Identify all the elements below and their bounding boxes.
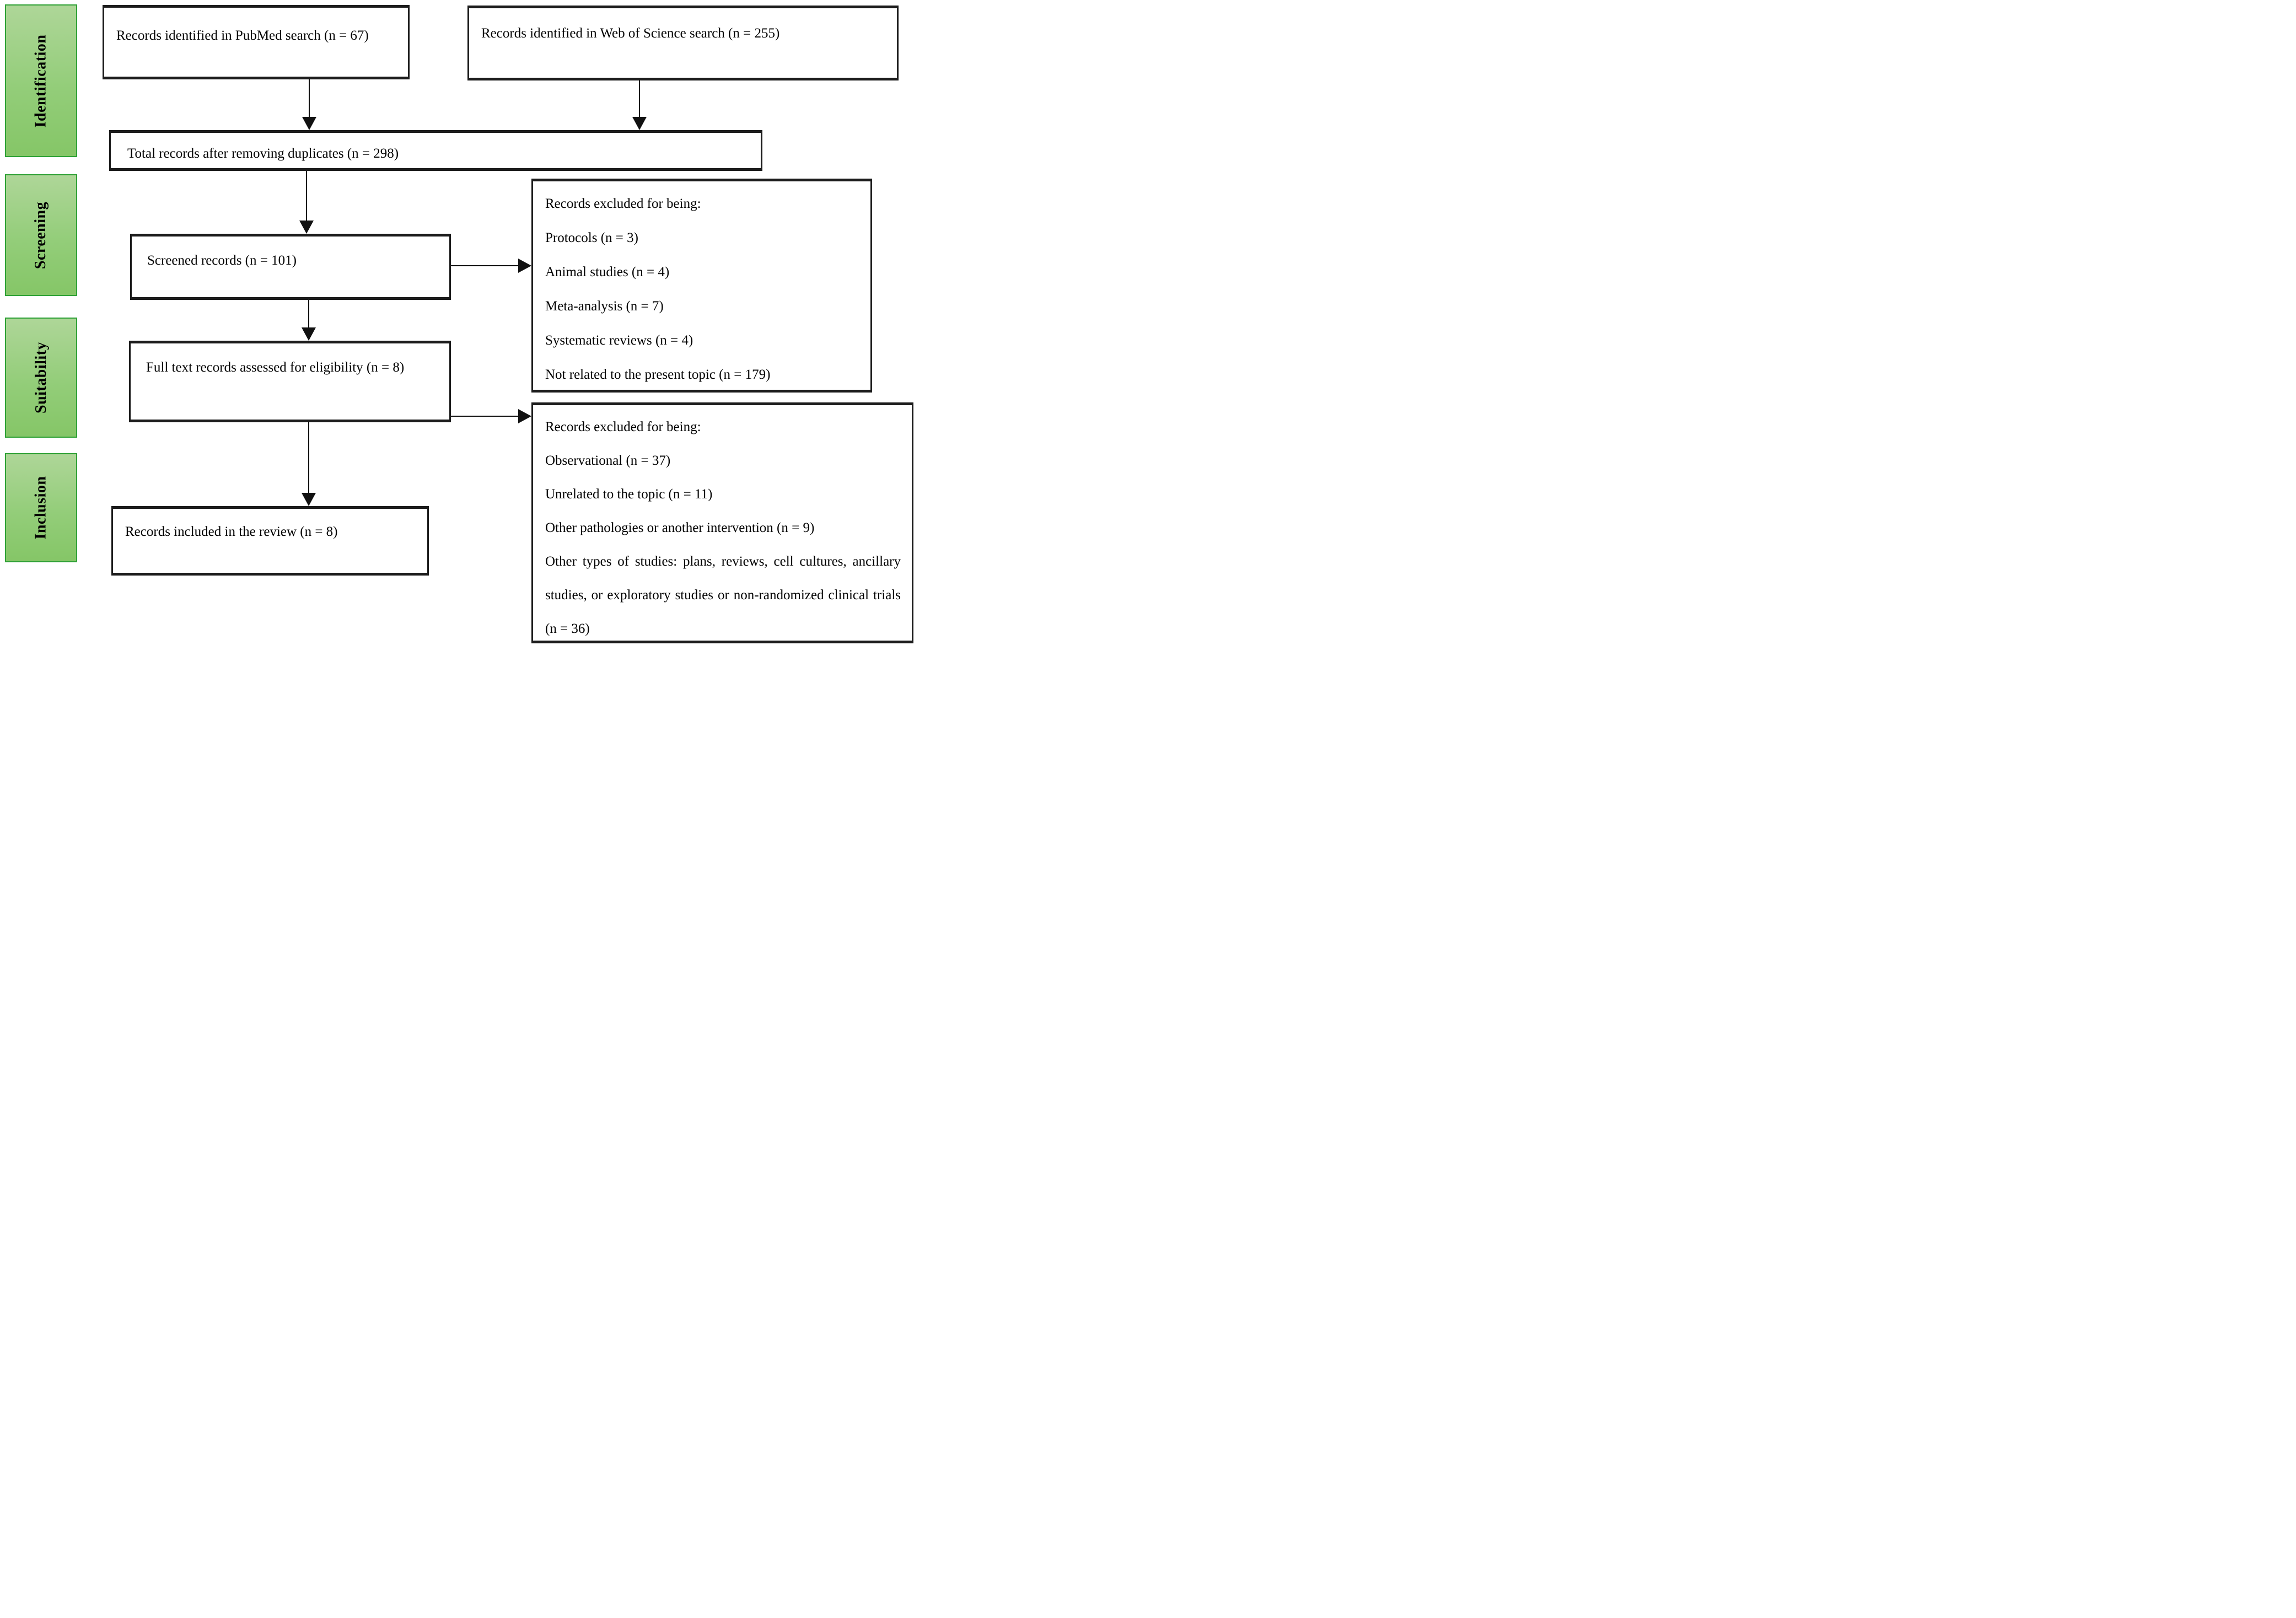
arrow-stem: [451, 265, 518, 266]
arrow-wos-to-total: [632, 80, 647, 130]
arrow-stem: [309, 79, 310, 117]
arrow-fulltext-to-exclusions: [451, 409, 531, 423]
box-text: Total records after removing duplicates …: [127, 146, 399, 161]
exclusion-title: Records excluded for being:: [545, 196, 701, 211]
stage-label: Suitability: [32, 342, 50, 413]
stage-screening: Screening: [5, 174, 77, 296]
box-screened-records: Screened records (n = 101): [130, 234, 451, 300]
stage-label: Identification: [32, 34, 50, 127]
exclusion-item: Protocols (n = 3): [545, 230, 638, 245]
arrow-screened-to-fulltext: [302, 300, 316, 341]
arrow-pubmed-to-total: [302, 79, 316, 130]
arrow-stem: [308, 422, 309, 493]
box-text: Records identified in PubMed search (n =…: [116, 28, 369, 43]
exclusion-item: Meta-analysis (n = 7): [545, 299, 664, 314]
stage-suitability: Suitability: [5, 318, 77, 438]
box-wos-records: Records identified in Web of Science sea…: [467, 6, 899, 80]
arrow-stem: [639, 80, 640, 117]
stage-label: Screening: [32, 201, 50, 269]
box-fulltext-records: Full text records assessed for eligibili…: [129, 341, 451, 422]
arrow-stem: [308, 300, 309, 327]
arrow-head-icon: [302, 327, 316, 341]
box-total-records: Total records after removing duplicates …: [109, 130, 762, 171]
arrow-head-icon: [632, 117, 647, 130]
exclusion-item: Not related to the present topic (n = 17…: [545, 367, 771, 382]
stage-inclusion: Inclusion: [5, 453, 77, 562]
arrow-head-icon: [518, 259, 531, 273]
box-text: Records included in the review (n = 8): [125, 524, 338, 539]
prisma-flow-diagram: Identification Screening Suitability Inc…: [0, 0, 918, 647]
exclusion-item: Other types of studies: plans, reviews, …: [545, 554, 901, 636]
arrow-head-icon: [299, 221, 314, 234]
box-pubmed-records: Records identified in PubMed search (n =…: [103, 5, 410, 79]
arrow-head-icon: [518, 409, 531, 423]
exclusion-item: Other pathologies or another interventio…: [545, 520, 815, 535]
exclusion-item: Observational (n = 37): [545, 453, 671, 468]
exclusion-item: Systematic reviews (n = 4): [545, 333, 693, 348]
exclusion-title: Records excluded for being:: [545, 420, 701, 434]
box-text: Screened records (n = 101): [147, 253, 297, 268]
arrow-stem: [306, 171, 307, 221]
arrow-head-icon: [302, 117, 316, 130]
stage-identification: Identification: [5, 4, 77, 157]
box-text: Records identified in Web of Science sea…: [481, 26, 780, 41]
arrow-fulltext-to-included: [302, 422, 316, 506]
stage-label: Inclusion: [32, 476, 50, 540]
arrow-total-to-screened: [299, 171, 314, 234]
box-screening-exclusions: Records excluded for being: Protocols (n…: [531, 179, 872, 393]
box-text: Full text records assessed for eligibili…: [146, 360, 405, 375]
box-suitability-exclusions: Records excluded for being: Observationa…: [531, 402, 913, 643]
box-included-records: Records included in the review (n = 8): [111, 506, 429, 576]
exclusion-item: Animal studies (n = 4): [545, 265, 670, 279]
arrow-screened-to-exclusions: [451, 259, 531, 273]
arrow-stem: [451, 416, 518, 417]
exclusion-item: Unrelated to the topic (n = 11): [545, 487, 713, 502]
arrow-head-icon: [302, 493, 316, 506]
